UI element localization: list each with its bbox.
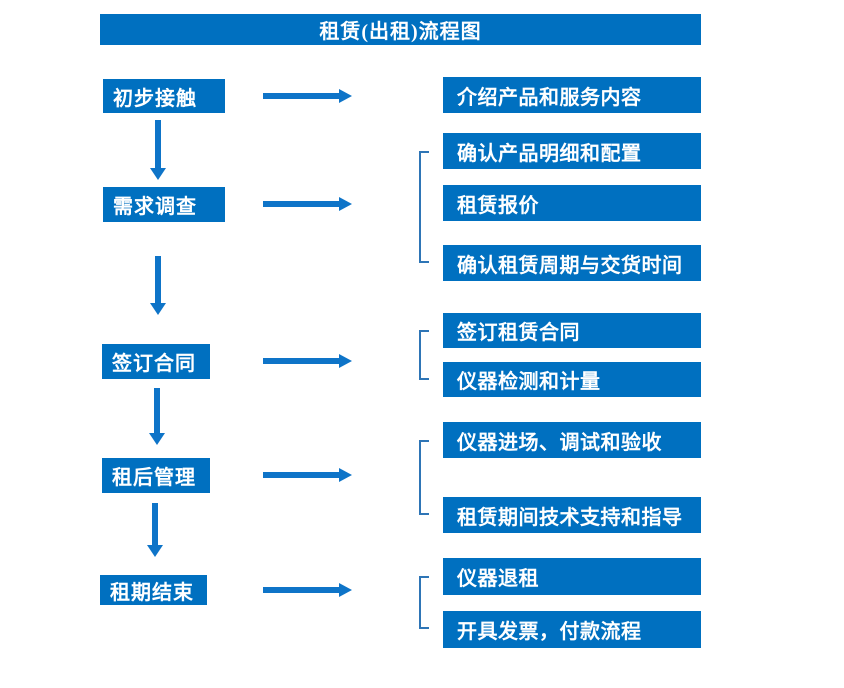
bracket-stub: [419, 576, 429, 578]
detail-box-invoice-payment: 开具发票，付款流程: [443, 611, 701, 648]
detail-box-instrument-return: 仪器退租: [443, 558, 701, 595]
bracket-stub: [419, 627, 429, 629]
bracket-stub: [419, 261, 429, 263]
bracket-line: [419, 330, 421, 380]
bracket-line: [419, 440, 421, 515]
step-box-rental-end: 租期结束: [100, 575, 207, 605]
detail-box-sign-rental-contract: 签订租赁合同: [443, 313, 701, 348]
flow-arrow-4-head: [339, 468, 352, 482]
step-box-initial-contact: 初步接触: [103, 79, 225, 113]
flow-arrow-5-shaft: [263, 587, 339, 593]
detail-box-rental-quotation: 租赁报价: [443, 185, 701, 221]
step-box-sign-contract: 签订合同: [102, 344, 210, 379]
down-arrow-1-head: [150, 168, 166, 180]
down-arrow-2-shaft: [155, 256, 161, 303]
down-arrow-3-head: [149, 433, 165, 445]
diagram-title: 租赁(出租)流程图: [100, 14, 701, 45]
flow-arrow-3-shaft: [263, 358, 339, 364]
detail-box-confirm-period-delivery: 确认租赁周期与交货时间: [443, 245, 701, 281]
bracket-stub: [419, 378, 429, 380]
detail-box-introduce-products: 介绍产品和服务内容: [443, 77, 701, 113]
flow-arrow-3-head: [339, 354, 352, 368]
detail-box-instrument-inspection: 仪器检测和计量: [443, 362, 701, 397]
bracket-line: [419, 151, 421, 263]
bracket-stub: [419, 151, 429, 153]
flow-arrow-1-head: [339, 89, 352, 103]
step-box-demand-survey: 需求调查: [103, 187, 225, 222]
flow-arrow-2-shaft: [263, 201, 339, 207]
detail-box-instrument-setup-acceptance: 仪器进场、调试和验收: [443, 422, 701, 458]
down-arrow-4-shaft: [152, 503, 158, 545]
down-arrow-1-shaft: [155, 120, 161, 168]
down-arrow-3-shaft: [154, 388, 160, 433]
bracket-stub: [419, 440, 429, 442]
detail-box-confirm-product-config: 确认产品明细和配置: [443, 133, 701, 169]
step-box-post-rental-management: 租后管理: [102, 458, 210, 493]
bracket-stub: [419, 513, 429, 515]
flow-arrow-5-head: [339, 583, 352, 597]
flow-arrow-2-head: [339, 197, 352, 211]
flow-arrow-1-shaft: [263, 93, 339, 99]
detail-box-technical-support: 租赁期间技术支持和指导: [443, 497, 701, 533]
bracket-stub: [419, 330, 429, 332]
down-arrow-4-head: [147, 545, 163, 557]
down-arrow-2-head: [150, 303, 166, 315]
flow-arrow-4-shaft: [263, 472, 339, 478]
bracket-line: [419, 576, 421, 629]
